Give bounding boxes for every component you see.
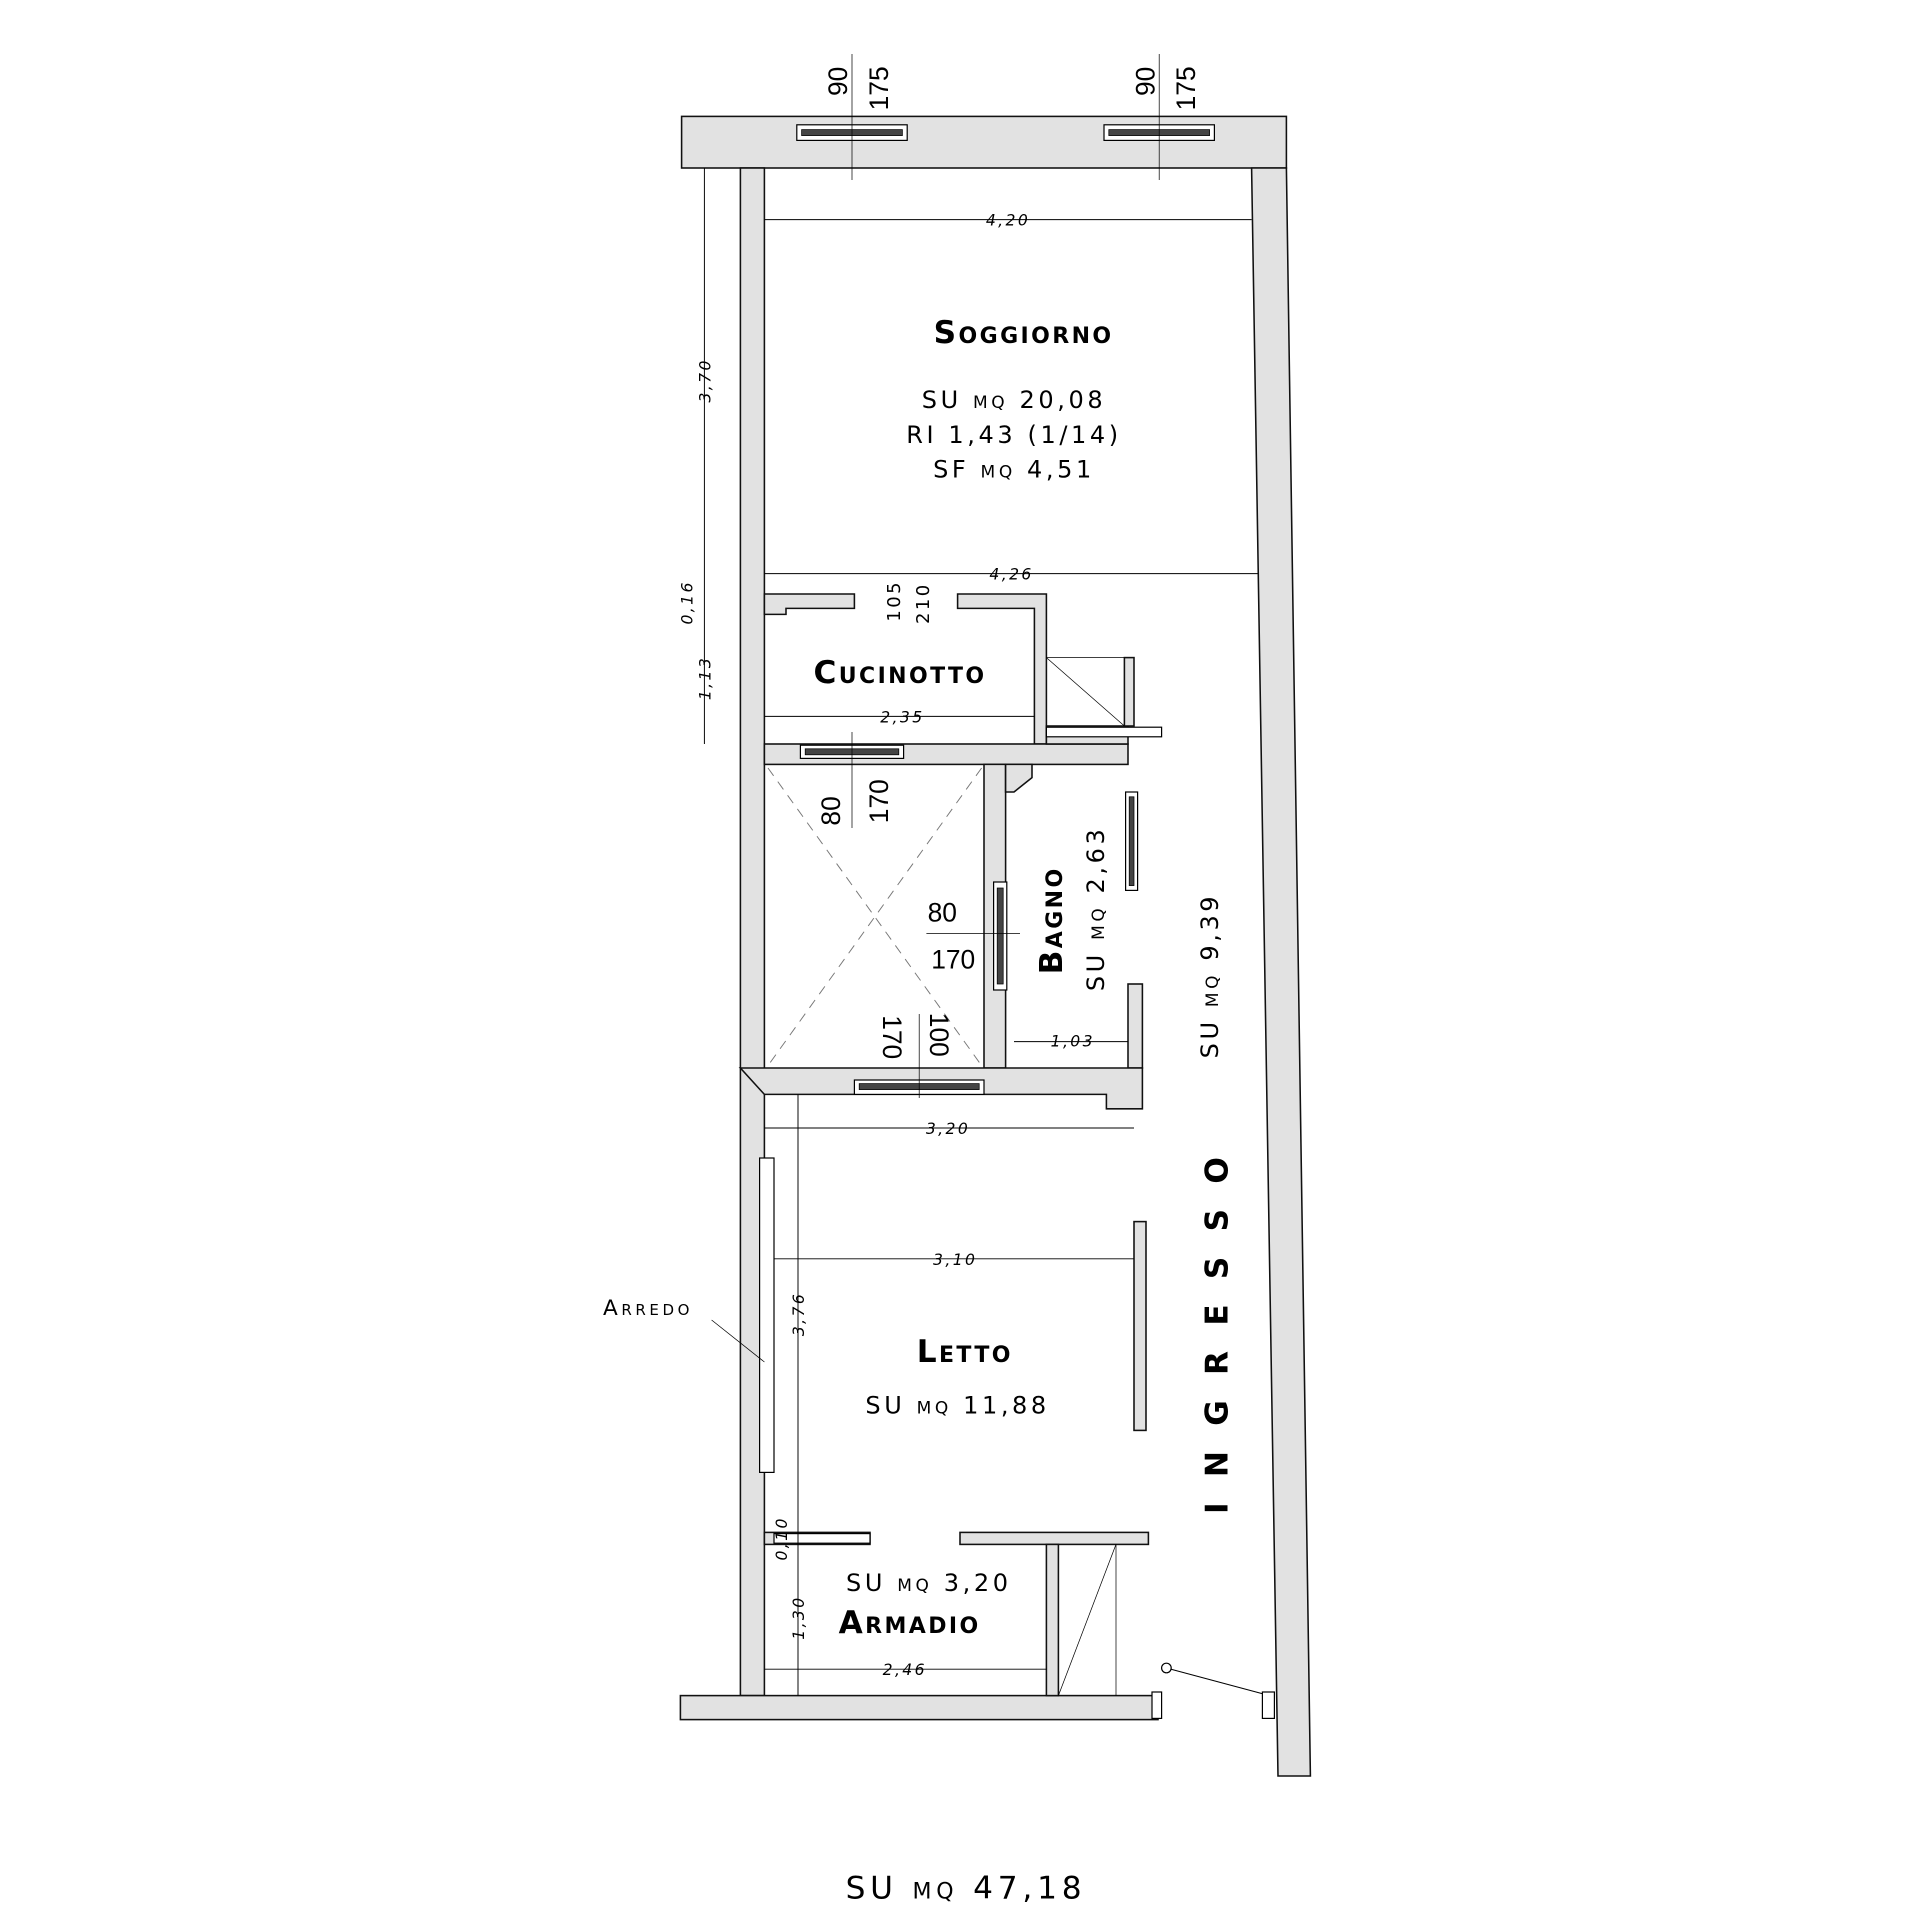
room-letto-name: Letto	[917, 1334, 1013, 1370]
dim-3-20: 3,20	[926, 1120, 970, 1138]
walls	[679, 115, 1312, 1777]
wall-right	[1250, 167, 1312, 1777]
dim-1-13: 1,13	[696, 656, 714, 700]
wall-cucinotto-top-left	[763, 593, 856, 616]
dim-2-35: 2,35	[880, 708, 924, 726]
dim-3-10: 3,10	[933, 1251, 977, 1269]
window-2	[1103, 54, 1215, 180]
door-c-height: 170	[877, 1015, 907, 1059]
dim-4-20: 4,20	[986, 212, 1030, 230]
dim-2-46: 2,46	[883, 1661, 927, 1679]
dim-1-03: 1,03	[1051, 1032, 1095, 1050]
wall-bottom	[679, 1694, 1159, 1721]
win1-width: 90	[823, 67, 853, 96]
arredo-leader	[711, 1319, 765, 1363]
wall-cupboard	[1123, 656, 1135, 727]
wall-top	[680, 115, 1288, 169]
room-ingresso-su: SU mq 9,39	[1196, 893, 1224, 1059]
door-b-height: 170	[931, 944, 975, 974]
room-bagno-su: SU mq 2,63	[1082, 826, 1110, 992]
shaft-diagonal	[1046, 657, 1125, 727]
win2-height: 175	[1171, 66, 1201, 110]
room-armadio-name: Armadio	[839, 1605, 981, 1641]
door-c	[853, 1014, 985, 1098]
door-c-width: 100	[924, 1013, 954, 1057]
total-area: SU mq 47,18	[846, 1870, 1087, 1906]
armadio-door	[773, 1532, 871, 1544]
win1-height: 175	[864, 66, 894, 110]
room-soggiorno-su: SU mq 20,08	[922, 386, 1106, 414]
room-armadio-su: SU mq 3,20	[846, 1569, 1012, 1597]
door-b-width: 80	[928, 898, 957, 928]
wall-letto-right	[1133, 1220, 1147, 1432]
arredo-furniture	[759, 1157, 775, 1473]
door-a	[799, 732, 905, 828]
wall-armadio-right	[1045, 1543, 1060, 1697]
entrance-door	[1151, 1662, 1275, 1719]
door-cuc-width: 105	[884, 580, 905, 622]
dim-0-10: 0,10	[773, 1516, 791, 1560]
door-b	[926, 881, 1020, 991]
room-bagno-name: Bagno	[1034, 866, 1070, 974]
window-1	[796, 54, 908, 180]
dim-3-76: 3,76	[790, 1292, 808, 1336]
dim-0-16: 0,16	[678, 580, 696, 624]
room-soggiorno-name: Soggiorno	[934, 315, 1114, 351]
door-cuc-height: 210	[913, 582, 934, 624]
dim-4-26: 4,26	[989, 566, 1033, 584]
closet-diagonal	[1058, 1544, 1117, 1696]
dim-1-30: 1,30	[790, 1595, 808, 1639]
door-a-height: 170	[864, 779, 894, 823]
cupboard-door	[1045, 726, 1163, 738]
room-cucinotto-name: Cucinotto	[813, 655, 986, 691]
room-letto-su: SU mq 11,88	[865, 1392, 1049, 1420]
bagno-window	[1125, 791, 1139, 891]
wall-bagno-right	[1127, 983, 1144, 1069]
void-diagonal-1	[767, 767, 982, 1066]
win2-width: 90	[1130, 67, 1160, 96]
door-a-width: 80	[816, 796, 846, 825]
room-soggiorno-sf: SF mq 4,51	[933, 456, 1095, 484]
void-diagonal-2	[767, 767, 982, 1066]
wall-bagno-corner	[1004, 763, 1033, 793]
arredo-label: Arredo	[603, 1296, 693, 1321]
dimension-lines	[703, 168, 1258, 1696]
room-soggiorno-ri: RI 1,43 (1/14)	[906, 421, 1121, 449]
room-ingresso-name: I N G R E S S O	[1200, 1150, 1236, 1514]
dim-3-70: 3,70	[696, 358, 714, 402]
wall-armadio-top-right	[959, 1531, 1150, 1546]
